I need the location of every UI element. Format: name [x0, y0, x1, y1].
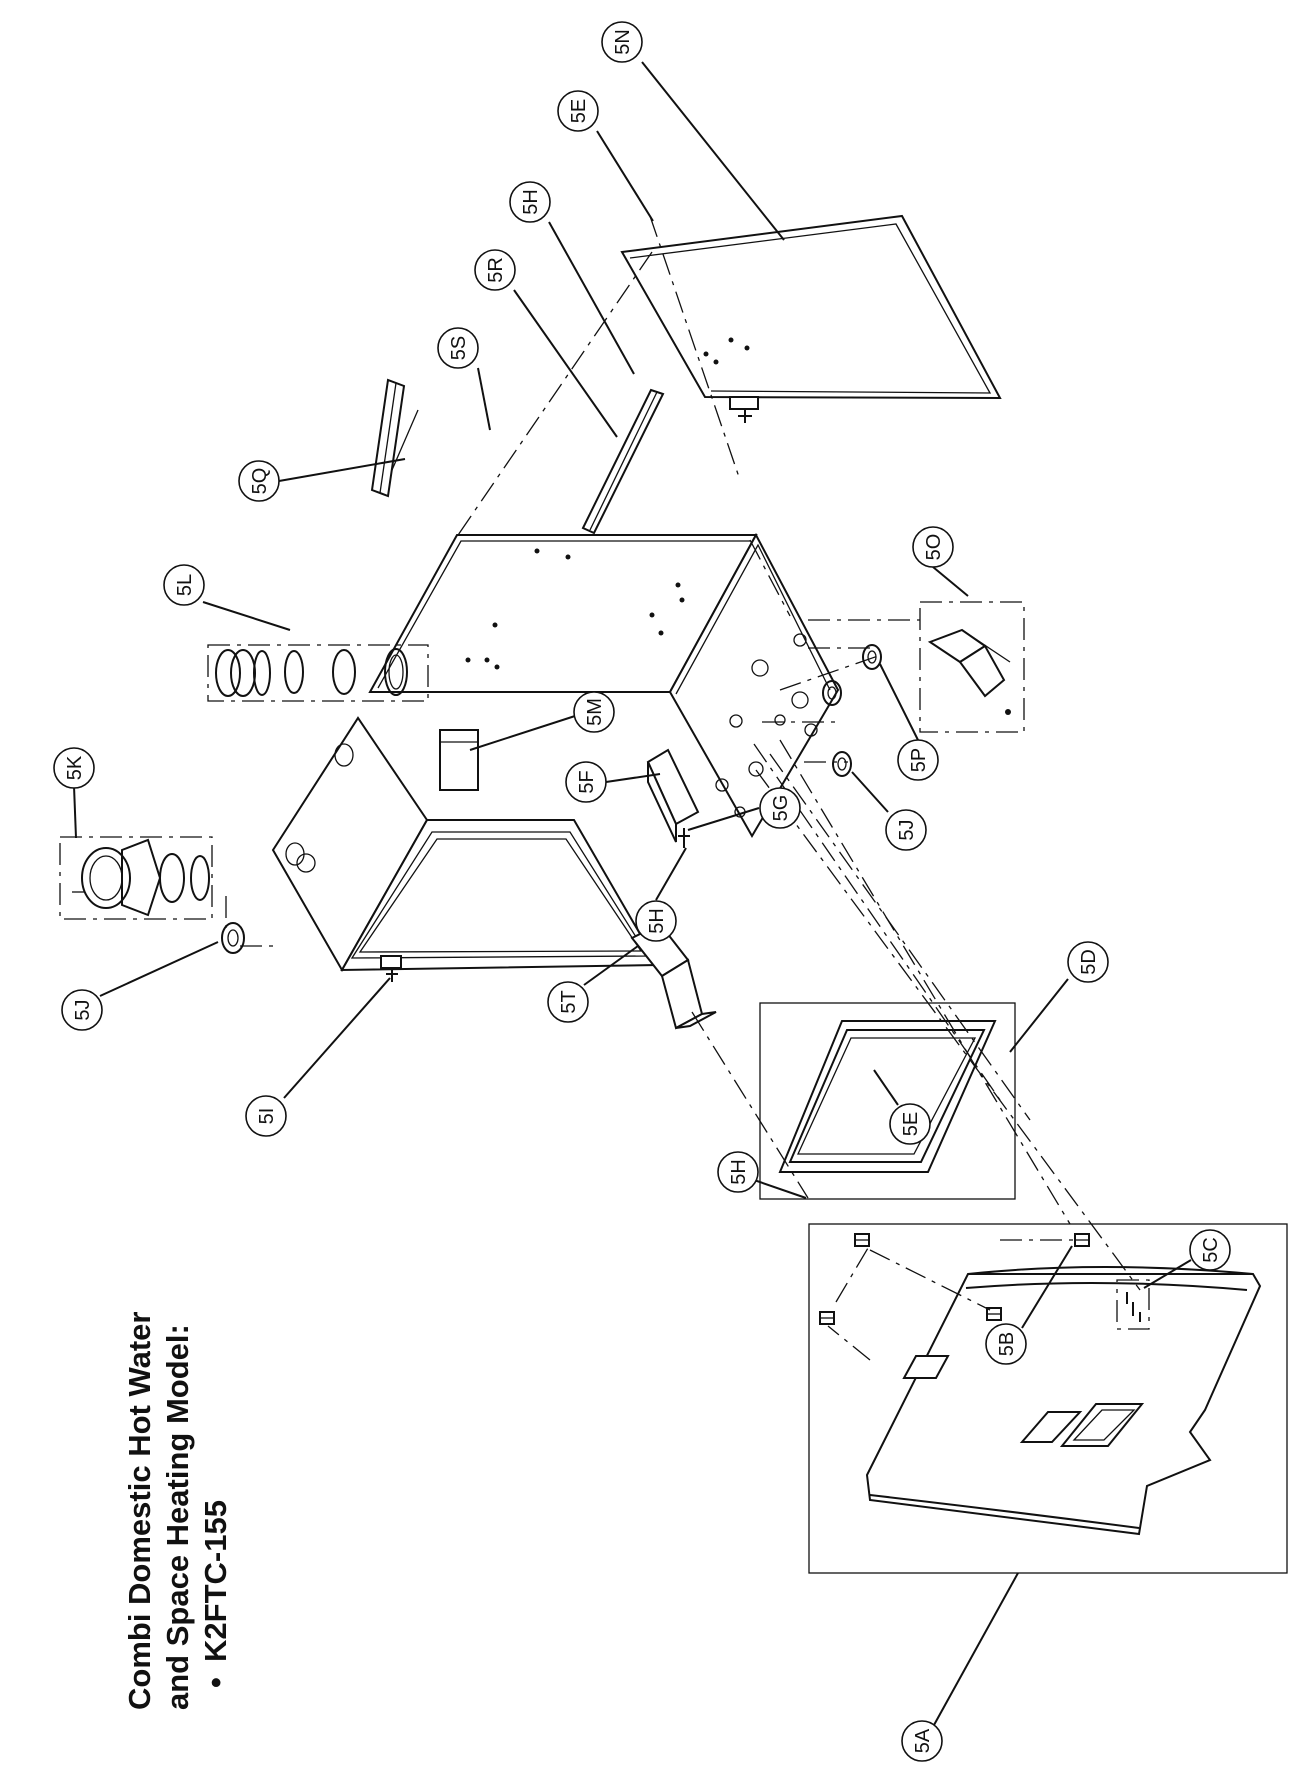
callout-5I: 5I [245, 1095, 287, 1137]
callout-5I-label: 5I [256, 1108, 278, 1125]
bracket-5Q [370, 378, 419, 498]
control-box-5F [646, 748, 700, 848]
model-title: Combi Domestic Hot Water and Space Heati… [122, 1312, 233, 1710]
callout-5T: 5T [547, 981, 589, 1023]
bracket-5R [581, 388, 665, 535]
callout-5P-label: 5P [908, 748, 930, 772]
callout-5H-top: 5H [509, 181, 551, 223]
callout-5J-left-label: 5J [72, 999, 94, 1020]
callout-5M-label: 5M [584, 698, 606, 726]
title-line-2: and Space Heating Model: [160, 1324, 195, 1710]
callout-5J-right-label: 5J [896, 819, 918, 840]
bracket-kit-5O [919, 601, 1025, 733]
grommets-5J-5P [822, 644, 882, 777]
bracket-5M [439, 729, 479, 791]
callout-5E-top-label: 5E [568, 99, 590, 123]
callout-5J-right: 5J [885, 809, 927, 851]
grommet-5J-left [221, 922, 245, 954]
callout-5A-label: 5A [912, 1728, 934, 1753]
callout-5K-label: 5K [64, 755, 86, 780]
callout-5E-top: 5E [557, 90, 599, 132]
title-line-1: Combi Domestic Hot Water [122, 1312, 157, 1710]
callout-5N-label: 5N [612, 29, 634, 55]
alignment-lines [225, 215, 1141, 1361]
model-number: K2FTC-155 [198, 1500, 233, 1662]
callout-5J-left: 5J [61, 989, 103, 1031]
callout-5P: 5P [897, 739, 939, 781]
back-panel-5N [620, 214, 1002, 423]
callout-5H-top-label: 5H [520, 189, 542, 215]
callout-5L-label: 5L [174, 574, 196, 596]
bracket-5T [630, 922, 717, 1030]
callout-5Q: 5Q [238, 460, 280, 502]
callout-5G: 5G [759, 787, 801, 829]
main-cabinet [368, 532, 840, 838]
callout-5O: 5O [912, 526, 954, 568]
callout-5G-label: 5G [770, 795, 792, 822]
callout-5M: 5M [573, 691, 615, 733]
callout-5K: 5K [53, 747, 95, 789]
latch-5C [1116, 1279, 1150, 1330]
callout-5F: 5F [565, 761, 607, 803]
callout-5H-low: 5H [717, 1151, 759, 1193]
gasket-frame-5D [759, 1002, 1016, 1200]
callout-5O-label: 5O [923, 534, 945, 561]
title-bullet: • [198, 1677, 233, 1688]
callout-5D-label: 5D [1078, 949, 1100, 975]
callout-5H-mid: 5H [635, 900, 677, 942]
callout-5H-low-label: 5H [728, 1159, 750, 1185]
callout-5N: 5N [601, 21, 643, 63]
callout-5B-label: 5B [996, 1332, 1018, 1356]
callout-5C: 5C [1189, 1229, 1231, 1271]
callout-5R-label: 5R [485, 257, 507, 283]
callout-5F-label: 5F [576, 770, 598, 793]
callout-5D: 5D [1067, 941, 1109, 983]
callout-5S: 5S [437, 327, 479, 369]
callout-5H-mid-label: 5H [646, 908, 668, 934]
blower-kit-5K [59, 836, 213, 920]
front-cabinet-5I [271, 716, 660, 982]
callout-5E-mid: 5E [889, 1103, 931, 1145]
callout-5C-label: 5C [1200, 1237, 1222, 1263]
callout-5A: 5A [901, 1720, 943, 1762]
callout-5B: 5B [985, 1323, 1027, 1365]
front-door-5A [808, 1223, 1288, 1574]
callout-5L: 5L [163, 564, 205, 606]
callout-5T-label: 5T [558, 990, 580, 1013]
leader-lines [73, 61, 1192, 1726]
callout-5R: 5R [474, 249, 516, 291]
clips-5B [819, 1233, 1090, 1325]
flue-kit-5L [207, 644, 429, 702]
callout-5S-label: 5S [448, 336, 470, 360]
callout-5Q-label: 5Q [249, 468, 271, 495]
callout-5E-mid-label: 5E [900, 1112, 922, 1136]
